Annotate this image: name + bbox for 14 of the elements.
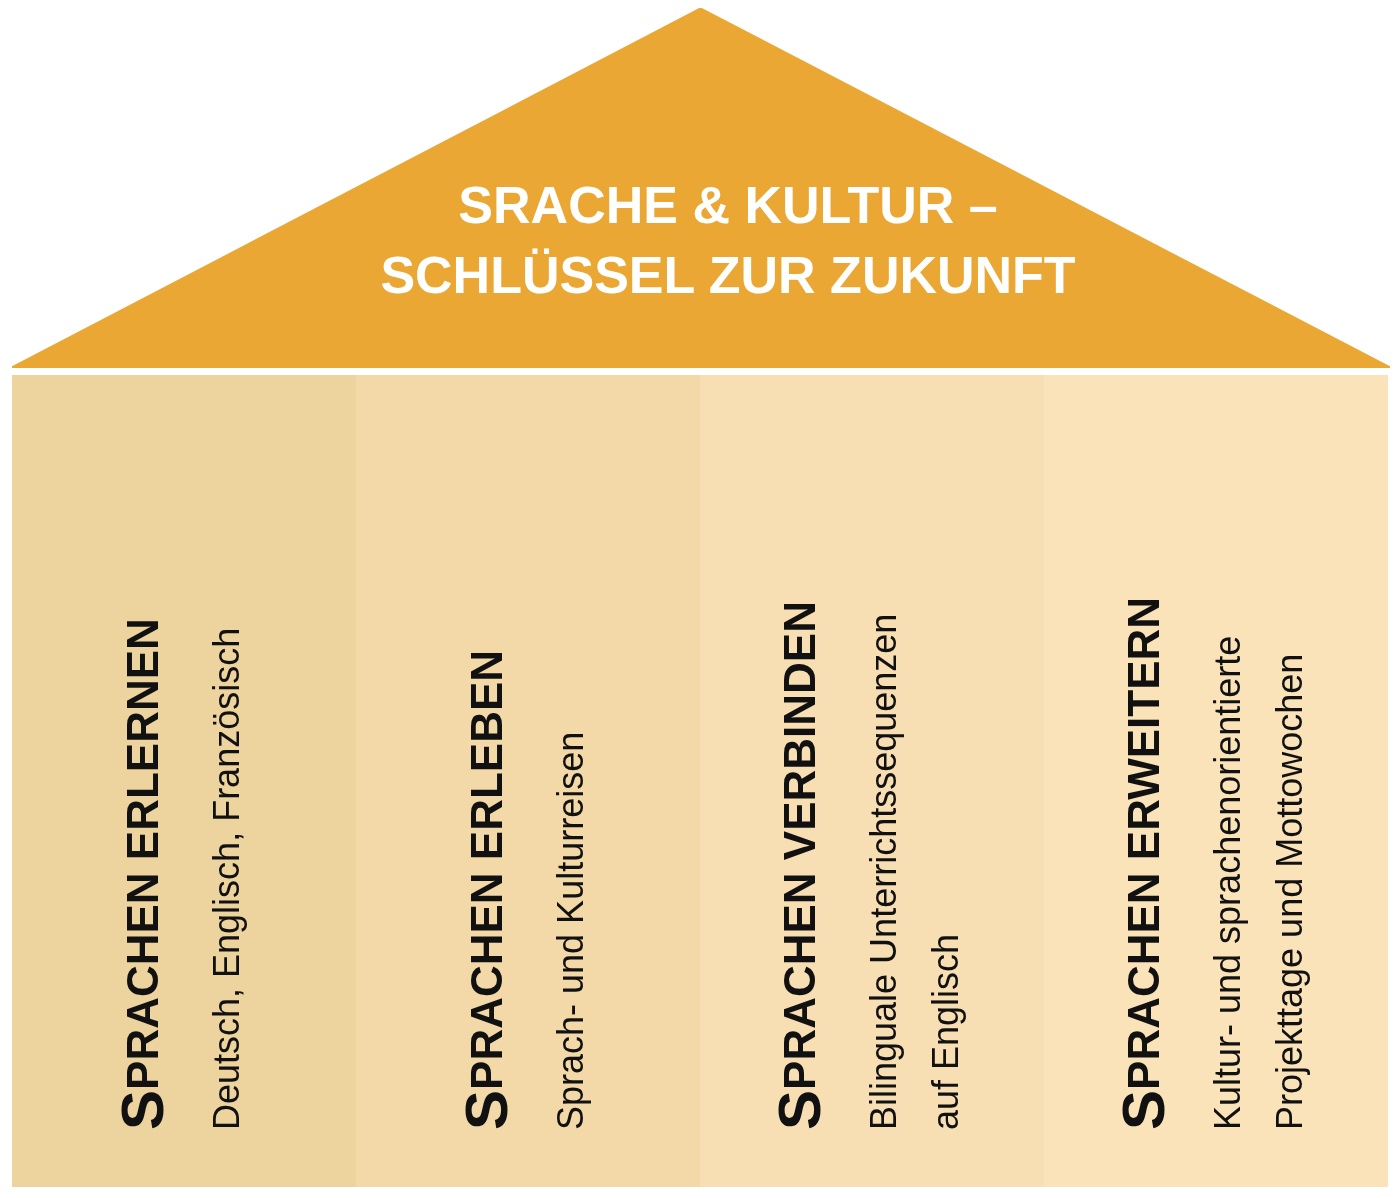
pillar-panel	[12, 375, 356, 1187]
pillar-heading: SPRACHEN VERBINDEN	[767, 600, 833, 1130]
pillar-heading: SPRACHEN ERWEITERN	[1111, 595, 1177, 1130]
pillar-panel	[356, 375, 700, 1187]
roof-title: SRACHE & KULTUR – SCHLÜSSEL ZUR ZUKUNFT	[379, 175, 1077, 306]
pillar-description: Kultur- und sprachenorientierte Projekttage und Mottowochen	[1206, 634, 1311, 1130]
pillar-description: Bilinguale Unterrichtssequenzen auf Englisch	[862, 612, 967, 1130]
pillar-description: Sprach- und Kulturreisen	[549, 730, 592, 1130]
pillar-heading: SPRACHEN ERLEBEN	[454, 648, 520, 1130]
pillar-heading: SPRACHEN ERLERNEN	[110, 617, 176, 1130]
roof-triangle	[12, 8, 1390, 368]
pillar-panel	[1044, 375, 1388, 1187]
pillar-description: Deutsch, Englisch, Französisch	[205, 626, 248, 1130]
pillar-panel	[700, 375, 1044, 1187]
